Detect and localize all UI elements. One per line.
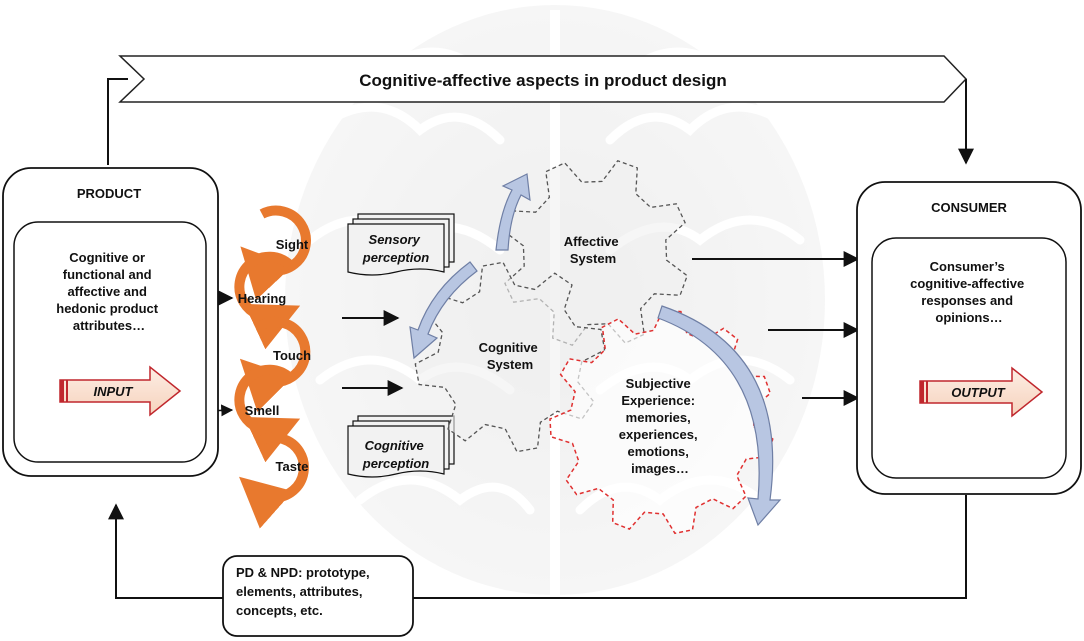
output-label: OUTPUT	[951, 385, 1006, 400]
feedback-box: PD & NPD: prototype, elements, attribute…	[222, 555, 414, 637]
cognitive-perception-doc: Cognitive perception	[347, 415, 455, 478]
attribute-line: affective and	[67, 284, 147, 299]
sense-label-touch: Touch	[273, 348, 311, 363]
product-attributes: Cognitive or functional and affective an…	[56, 250, 161, 333]
attribute-line: attributes…	[73, 318, 145, 333]
connectors	[107, 78, 974, 599]
attribute-line: functional and	[63, 267, 152, 282]
consumer-title: CONSUMER	[931, 200, 1007, 215]
product-title: PRODUCT	[77, 186, 141, 201]
product-box: PRODUCT Cognitive or functional and affe…	[2, 167, 219, 477]
attribute-line: Cognitive or	[69, 250, 145, 265]
subjective-experience-label: Subjective Experience: memories, experie…	[619, 376, 701, 476]
sense-ring-hearing	[234, 251, 301, 350]
cognitive-perception-label: Cognitive perception	[362, 438, 430, 471]
sense-ring-touch	[239, 316, 311, 412]
attribute-line: hedonic product	[56, 301, 159, 316]
sense-ring-smell	[234, 364, 301, 463]
senses-group	[234, 205, 311, 529]
input-arrow: INPUT	[59, 365, 182, 417]
consumer-feedback-line	[410, 495, 967, 599]
blue-arrows	[409, 173, 782, 527]
blue-arrow-up	[495, 173, 531, 251]
response-line: cognitive-affective	[910, 276, 1024, 291]
sense-ring-sight	[240, 205, 311, 300]
sense-label-smell: Smell	[245, 403, 280, 418]
affective-system-label: Affective System	[564, 234, 623, 266]
sense-ring-taste	[239, 432, 309, 529]
response-line: Consumer’s	[930, 259, 1005, 274]
response-line: responses and	[921, 293, 1013, 308]
sense-label-hearing: Hearing	[238, 291, 286, 306]
subjective-experience-gear	[549, 309, 774, 535]
blue-arrow-big	[657, 305, 782, 527]
cognitive-system-gear	[414, 261, 606, 453]
consumer-box: CONSUMER Consumer’s cognitive-affective …	[856, 181, 1082, 495]
sensory-perception-doc: Sensory perception	[347, 213, 455, 276]
banner-arrow: Cognitive-affective aspects in product d…	[118, 55, 968, 103]
feedback-text: PD & NPD: prototype, elements, attribute…	[236, 565, 373, 618]
system-labels: Affective System Cognitive System Subjec…	[479, 234, 701, 476]
output-arrow: OUTPUT	[919, 366, 1044, 418]
response-line: opinions…	[935, 310, 1002, 325]
consumer-responses: Consumer’s cognitive-affective responses…	[910, 259, 1028, 325]
banner-text: Cognitive-affective aspects in product d…	[359, 71, 726, 90]
product-to-banner-line	[107, 78, 128, 165]
sensory-perception-label: Sensory perception	[362, 232, 430, 265]
input-label: INPUT	[94, 384, 134, 399]
sense-labels: Sight Hearing Touch Smell Taste	[238, 237, 311, 474]
feedback-to-product-arrow	[108, 503, 225, 599]
blue-arrow-down-left	[409, 261, 478, 360]
gears-group	[414, 160, 774, 535]
sense-label-sight: Sight	[276, 237, 309, 252]
sense-label-taste: Taste	[276, 459, 309, 474]
cognitive-system-label: Cognitive System	[479, 340, 542, 372]
